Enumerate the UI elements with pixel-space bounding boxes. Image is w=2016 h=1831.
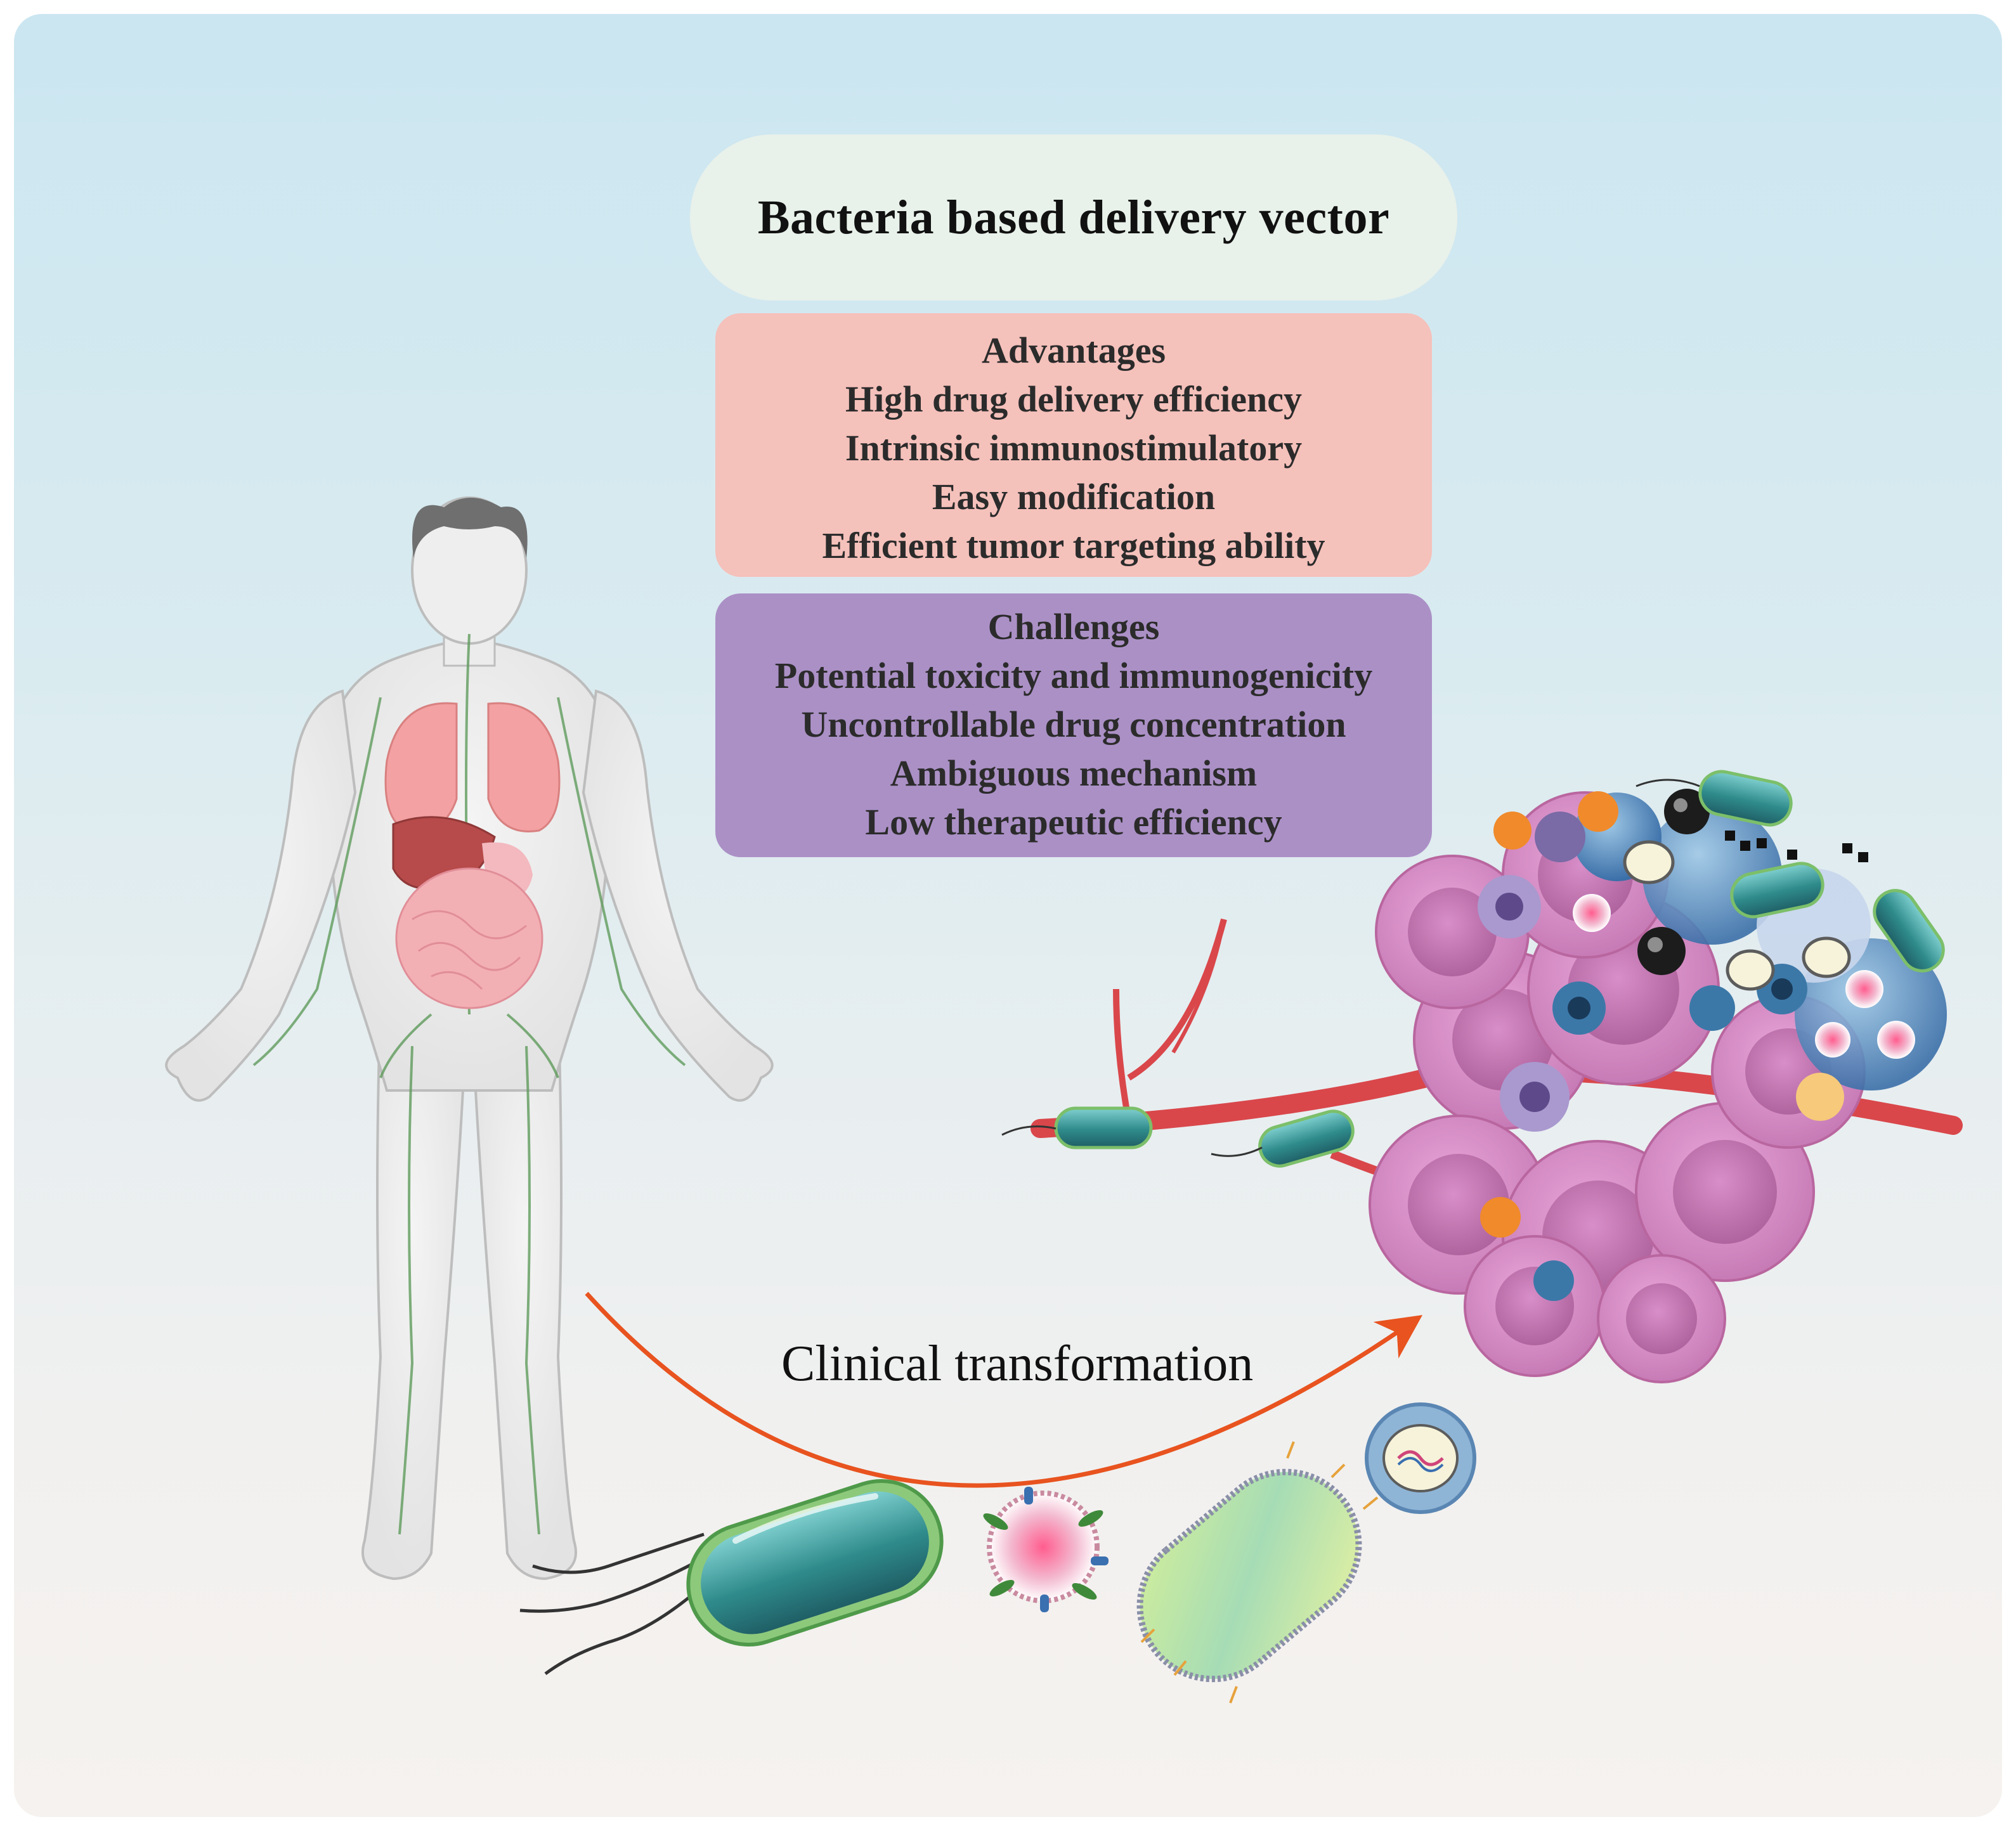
advantage-item: High drug delivery efficiency [845,378,1303,420]
challenges-heading: Challenges [987,606,1160,647]
immune-cells [1478,789,1947,1301]
outer-membrane-vesicle-icon [1365,1402,1476,1514]
tumor-bacteria [1001,770,1945,1168]
clinical-transformation-arrow [585,1291,1423,1488]
advantages-heading: Advantages [981,330,1166,371]
title-box: Bacteria based delivery vector [690,134,1457,301]
human-body-icon [165,496,774,1581]
advantage-item: Easy modification [932,476,1216,517]
challenge-item: Low therapeutic efficiency [865,801,1282,843]
challenges-box: Challenges Potential toxicity and immuno… [715,593,1432,857]
advantage-item: Efficient tumor targeting ability [822,525,1325,566]
advantage-item: Intrinsic immunostimulatory [845,427,1303,469]
challenge-item: Potential toxicity and immunogenicity [774,655,1373,696]
liposome-vesicle-icon [983,1487,1109,1612]
challenge-item: Uncontrollable drug concentration [801,704,1346,745]
challenge-item: Ambiguous mechanism [890,753,1258,794]
figure-title: Bacteria based delivery vector [757,190,1390,244]
advantages-box: Advantages High drug delivery efficiency… [715,313,1432,577]
clinical-transformation-label: Clinical transformation [781,1336,1254,1392]
engineered-bacterium-icon [1136,1441,1379,1704]
rod-bacterium-icon [519,1479,944,1676]
